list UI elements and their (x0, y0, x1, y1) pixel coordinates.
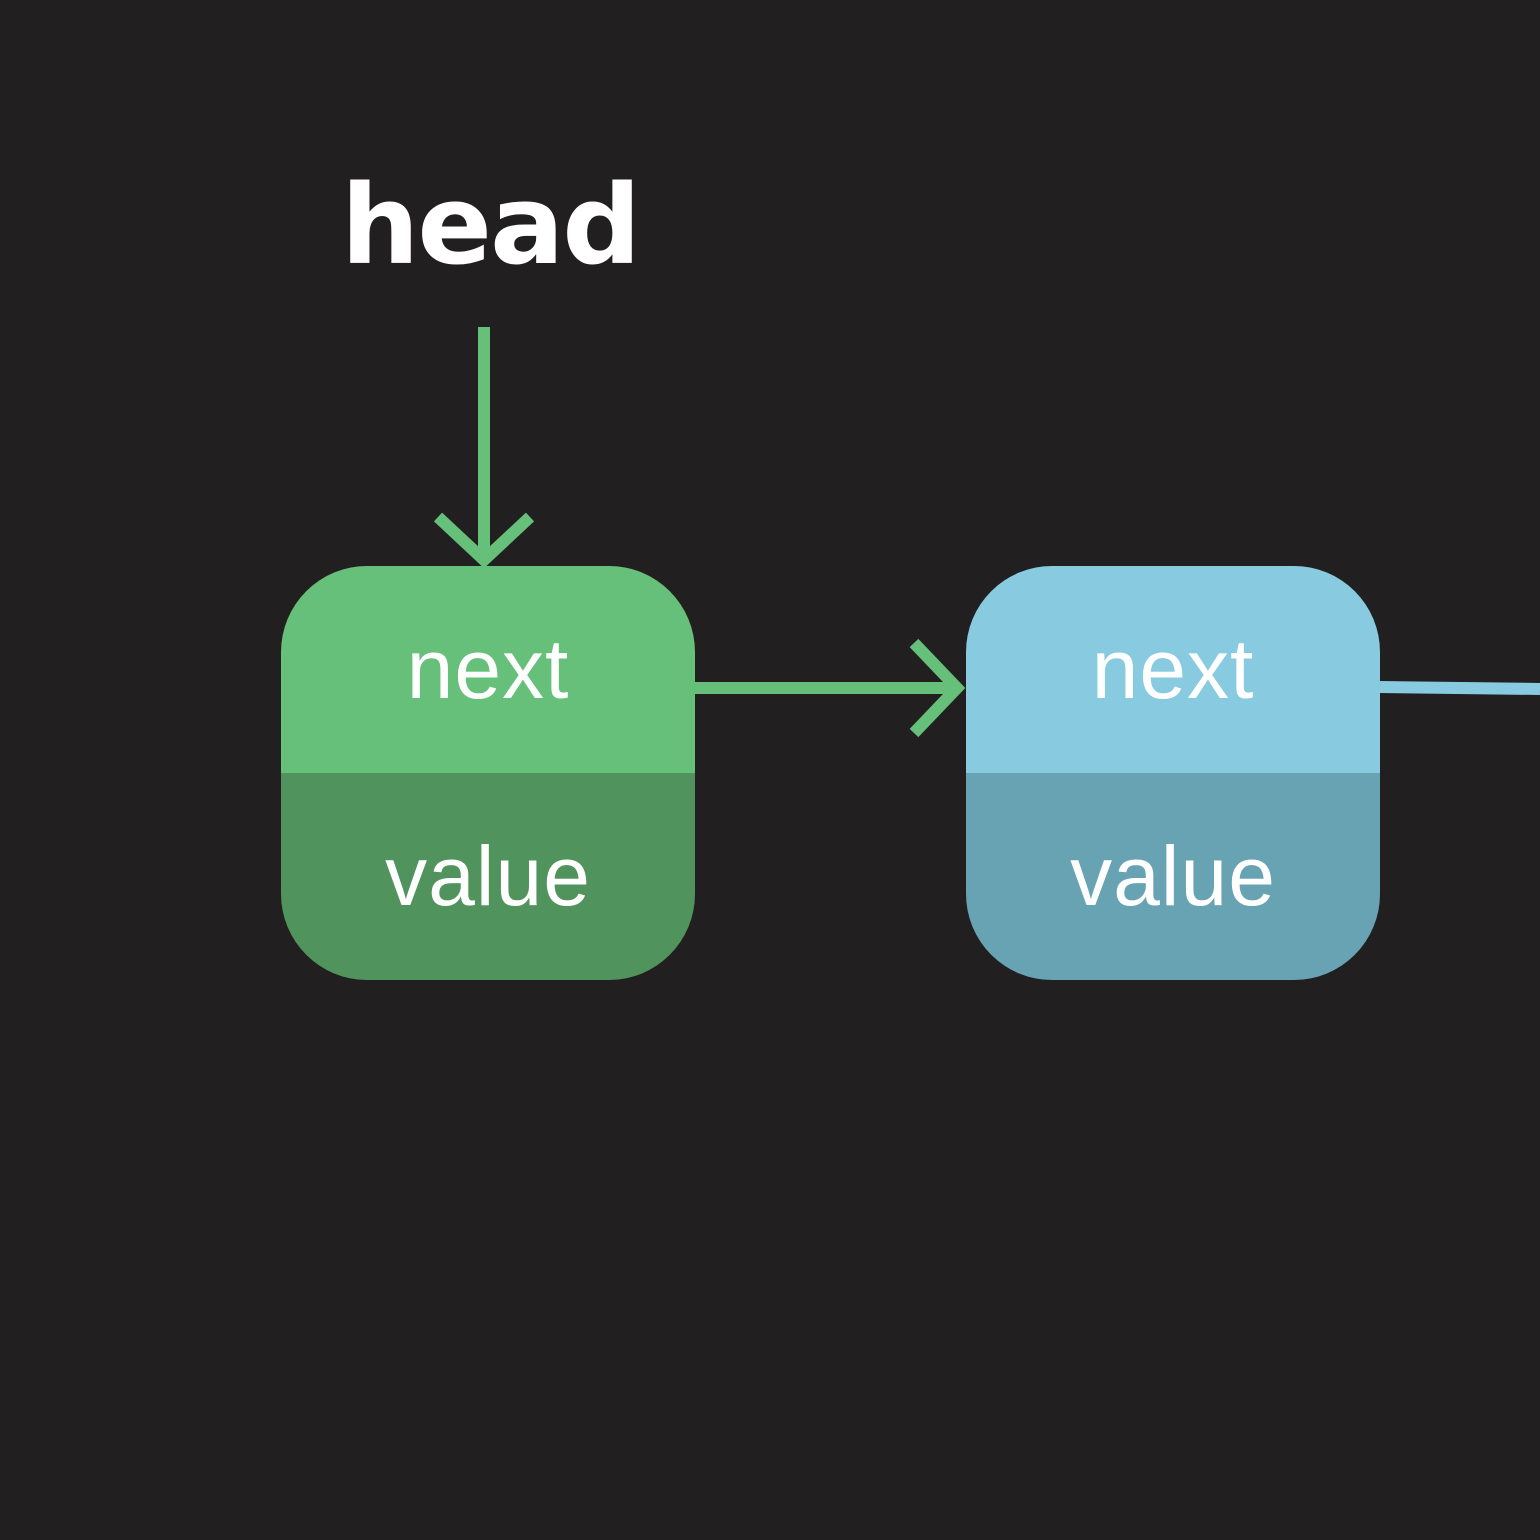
next-arrow-node2-outgoing (1379, 681, 1540, 695)
list-node-1: next value (281, 566, 695, 980)
head-label: head (341, 161, 641, 289)
head-pointer-arrow (433, 327, 535, 569)
node-2-value-label: value (1070, 829, 1276, 923)
node-1-value-label: value (385, 829, 591, 923)
node-1-value-field: value (281, 773, 695, 980)
node-1-next-label: next (406, 622, 570, 716)
head-pointer-arrowhead (433, 512, 535, 569)
node-2-value-field: value (966, 773, 1380, 980)
next-arrow-arrowhead (909, 638, 966, 738)
node-1-next-field: next (281, 566, 695, 773)
node-2-next-label: next (1091, 622, 1255, 716)
list-node-2: next value (966, 566, 1380, 980)
node-2-next-field: next (966, 566, 1380, 773)
next-arrow-node1-to-node2 (695, 638, 966, 738)
